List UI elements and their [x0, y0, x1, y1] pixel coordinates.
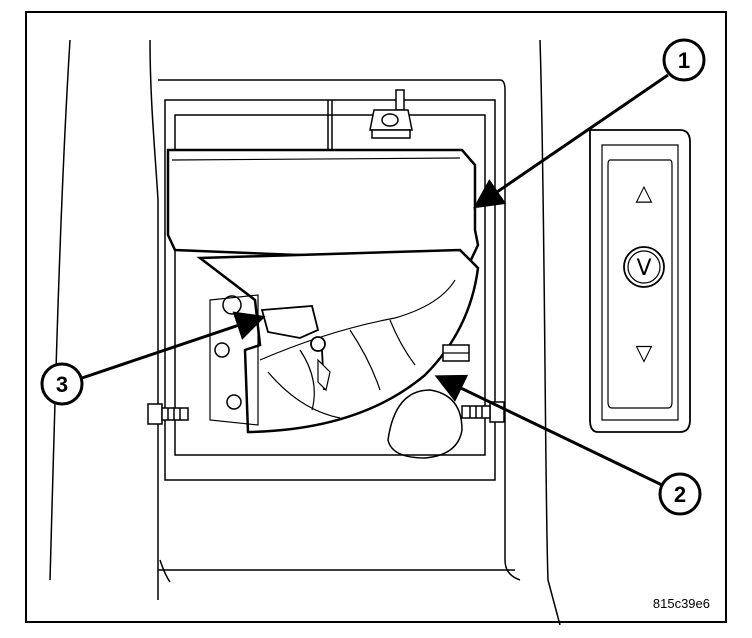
callout-3: 3 — [40, 362, 84, 406]
leader-lines — [81, 73, 669, 487]
console-openings — [209, 294, 463, 459]
down-arrow-icon: ▽ — [636, 341, 653, 366]
leader-line-1 — [473, 73, 669, 209]
svg-text:2: 2 — [674, 482, 686, 507]
leader-line-2 — [434, 374, 663, 487]
switch-panel — [589, 129, 691, 433]
select-letter: V — [636, 256, 651, 281]
callout-1: 1 — [662, 38, 706, 82]
retaining-clip — [260, 305, 331, 392]
bezel-curved-edge — [196, 248, 480, 434]
up-arrow-icon: △ — [636, 181, 653, 206]
callout-2: 2 — [658, 472, 702, 516]
figure-frame — [25, 11, 727, 623]
reference-code: 815c39e6 — [653, 596, 710, 611]
svg-text:3: 3 — [56, 372, 68, 397]
svg-text:1: 1 — [678, 48, 690, 73]
mounting-stud — [327, 89, 413, 150]
cover-top-edge — [166, 148, 480, 264]
leader-line-3 — [81, 311, 266, 380]
